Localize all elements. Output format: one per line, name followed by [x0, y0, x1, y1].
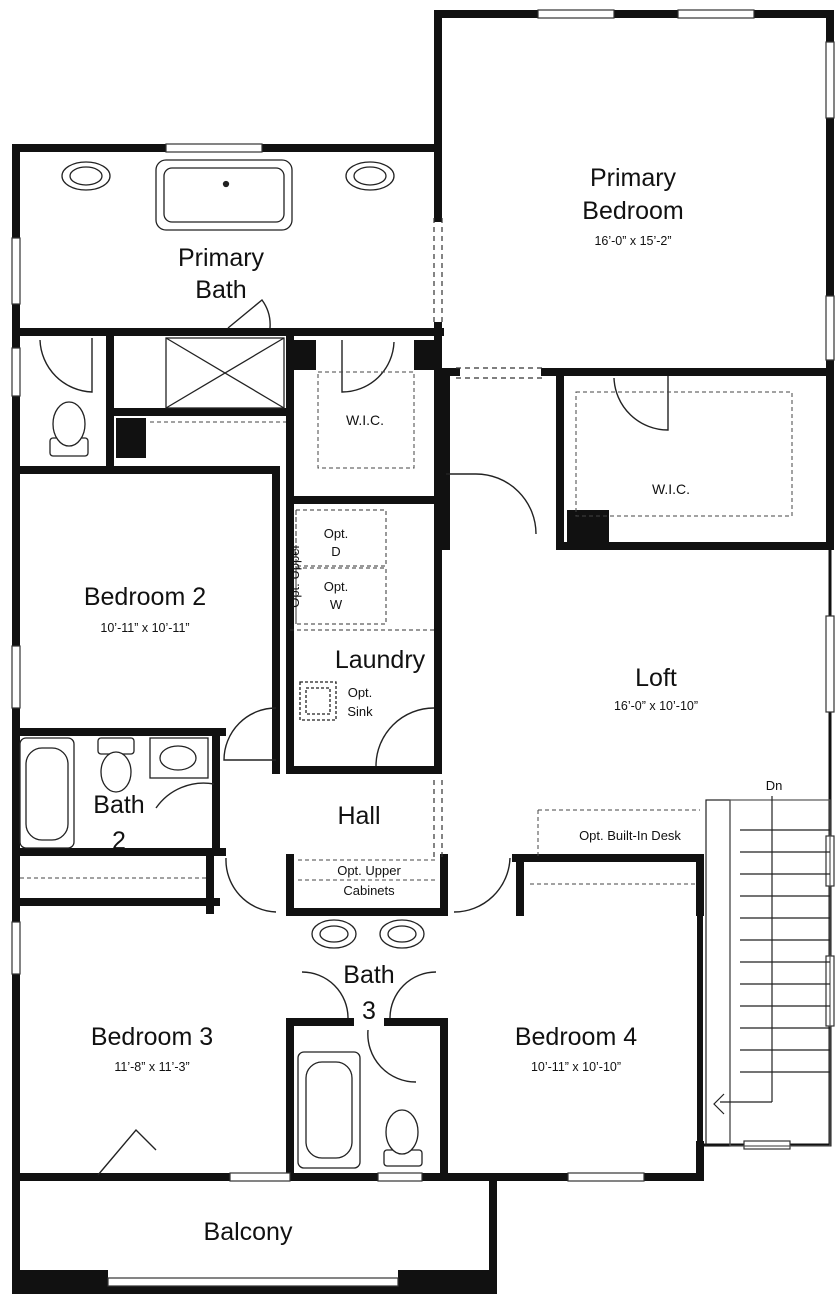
- primary-bath-label: Primary: [178, 244, 265, 272]
- window: [677, 9, 755, 19]
- wic-left-label: W.I.C.: [346, 412, 384, 428]
- labels: Primary Bedroom 16’-0” x 15’-2” Primary …: [84, 164, 782, 1246]
- window: [825, 615, 835, 713]
- primary-bedroom-label: Primary: [590, 164, 677, 192]
- stairs-down-label: Dn: [766, 778, 783, 793]
- window: [107, 1277, 399, 1287]
- door: [341, 340, 395, 393]
- doors: [39, 298, 669, 1176]
- closet-shelves: [20, 371, 793, 885]
- bedroom2-label: Bedroom 2: [84, 583, 206, 611]
- opt-washer-label: Opt.: [324, 579, 349, 594]
- door: [367, 1029, 417, 1083]
- bedroom3-dims: 11’-8” x 11’-3”: [114, 1060, 189, 1074]
- opt-dryer-label: Opt.: [324, 526, 349, 541]
- fixtures: [19, 159, 425, 1169]
- window: [743, 1140, 791, 1150]
- door: [225, 857, 277, 913]
- primary-bedroom-dims: 16’-0” x 15’-2”: [594, 234, 671, 248]
- sink: [353, 166, 387, 186]
- door: [227, 298, 271, 329]
- opt-sink-label-2: Sink: [347, 704, 373, 719]
- opt-dryer-label-2: D: [331, 544, 340, 559]
- window: [825, 41, 835, 119]
- bedroom2-dims: 10’-11” x 10’-11”: [100, 621, 189, 635]
- opt-upper-cabinets-label-2: Cabinets: [343, 883, 395, 898]
- window: [567, 1172, 645, 1182]
- opt-washer-label-2: W: [330, 597, 343, 612]
- balcony-label: Balcony: [204, 1218, 293, 1246]
- sink: [69, 166, 103, 186]
- opt-sink-label: Opt.: [348, 685, 373, 700]
- door: [223, 707, 277, 761]
- door: [97, 1128, 157, 1176]
- bedroom3-label: Bedroom 3: [91, 1023, 213, 1051]
- laundry-label: Laundry: [335, 646, 426, 674]
- opt-upper-cabinets-label: Opt. Upper: [337, 863, 401, 878]
- openings: [433, 218, 545, 858]
- window: [165, 143, 263, 153]
- stairs: [705, 796, 831, 1147]
- bedroom4-dims: 10’-11” x 10’-10”: [531, 1060, 621, 1074]
- bath2-label-2: 2: [112, 827, 126, 855]
- window: [11, 921, 21, 975]
- window: [229, 1172, 291, 1182]
- hall-label: Hall: [337, 802, 380, 830]
- door: [453, 857, 511, 913]
- door: [375, 707, 435, 767]
- window: [825, 295, 835, 361]
- primary-bath-label-2: Bath: [195, 276, 246, 304]
- door: [446, 473, 537, 535]
- bedroom4-label: Bedroom 4: [515, 1023, 637, 1051]
- wall-blocks: [16, 340, 609, 1292]
- window: [11, 237, 21, 305]
- bath3-label-2: 3: [362, 997, 376, 1025]
- door: [301, 971, 349, 1019]
- window: [11, 347, 21, 397]
- wic-right-label: W.I.C.: [652, 481, 690, 497]
- opt-built-in-desk-label: Opt. Built-In Desk: [579, 828, 681, 843]
- loft-dims: 16’-0” x 10’-10”: [614, 699, 698, 713]
- door: [389, 971, 437, 1019]
- window: [537, 9, 615, 19]
- loft-label: Loft: [635, 664, 677, 692]
- door: [155, 782, 215, 809]
- bath3-label: Bath: [343, 961, 394, 989]
- bath2-label: Bath: [93, 791, 144, 819]
- opt-upper-laundry-label: Opt. Upper: [287, 544, 302, 608]
- window: [11, 645, 21, 709]
- primary-bedroom-label-2: Bedroom: [582, 197, 683, 225]
- door: [39, 338, 93, 393]
- door: [613, 376, 669, 431]
- window: [377, 1172, 423, 1182]
- washer-dryer: [290, 509, 436, 631]
